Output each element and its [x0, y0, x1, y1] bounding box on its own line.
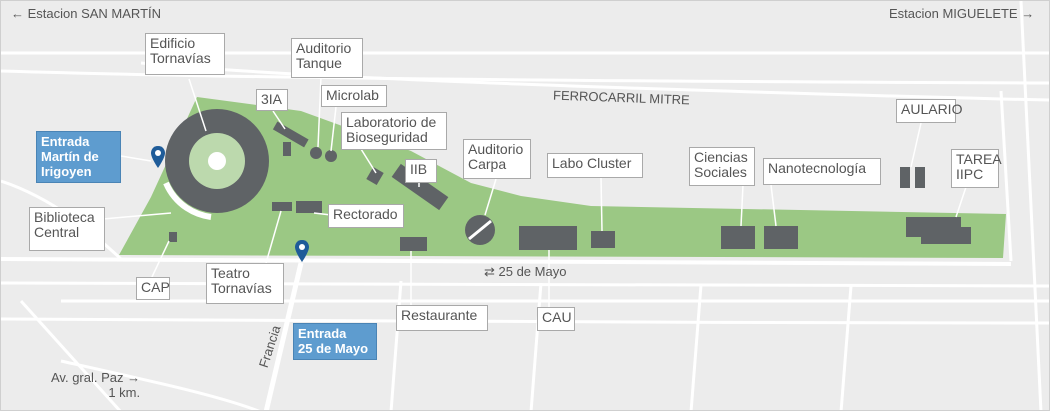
- entrance-25-de-mayo-pin-icon[interactable]: [295, 240, 309, 262]
- labo-cluster-building: [591, 231, 615, 248]
- leader-lines: [102, 76, 967, 307]
- ciencias-sociales-building: [721, 226, 755, 249]
- label-edificio-tornavias: Edificio Tornavías: [145, 33, 225, 75]
- label-auditorio-carpa: Auditorio Carpa: [463, 139, 531, 179]
- rectorado-building: [296, 201, 322, 213]
- leader-tanque: [317, 76, 322, 148]
- leader-microlab: [330, 106, 337, 152]
- west-station-label: ← Estacion SAN MARTÍN: [11, 6, 162, 21]
- railway-line: [140, 61, 1049, 102]
- aulario-building-1: [900, 167, 910, 188]
- av-gral-paz-label: Av. gral. Paz → 1 km.: [51, 370, 141, 400]
- entrance-irigoyen-pin-icon[interactable]: [151, 146, 165, 168]
- leader-sociales: [740, 184, 744, 227]
- road-side-1: [999, 90, 1013, 262]
- label-auditorio-tanque: Auditorio Tanque: [291, 38, 363, 78]
- label-aulario: AULARIO: [896, 99, 962, 123]
- label-cap: CAP: [136, 277, 170, 300]
- road-cross-4: [839, 285, 853, 410]
- road-cross-2: [529, 282, 543, 410]
- label-biblioteca-central: Biblioteca Central: [29, 207, 105, 251]
- building-3ia: [272, 121, 309, 148]
- label-restaurante: Restaurante: [396, 305, 488, 331]
- avenue-label: ⇄ 25 de Mayo: [484, 264, 567, 279]
- auditorio-tanque-building: [310, 147, 322, 159]
- label-entrada-martin-de-irigoyen: Entrada Martín de Irigoyen: [36, 131, 121, 183]
- nanotecnologia-building: [764, 226, 798, 249]
- cap-building: [169, 232, 177, 242]
- leader-carpa: [484, 178, 497, 216]
- aulario-building-2: [915, 167, 925, 188]
- leader-nano: [770, 184, 777, 227]
- east-station-label: Estacion MIGUELETE →: [889, 6, 1035, 21]
- road-cross-3: [689, 284, 703, 410]
- label-3ia: 3IA: [256, 89, 288, 111]
- lab-bioseguridad-building: [366, 166, 384, 186]
- label-teatro-tornavias: Teatro Tornavías: [206, 263, 284, 304]
- road-francia: [263, 262, 304, 410]
- label-entrada-25-de-mayo: Entrada 25 de Mayo: [293, 323, 377, 360]
- label-labo-cluster: Labo Cluster: [547, 153, 643, 178]
- leader-teatro: [265, 210, 282, 264]
- building-3ia-2: [283, 142, 291, 156]
- leader-irigoyen: [120, 155, 152, 162]
- restaurante-building: [400, 237, 427, 251]
- road-diag-3: [60, 359, 260, 410]
- road-south-3: [1, 317, 1049, 325]
- leader-cap: [150, 240, 170, 280]
- road-av-25-de-mayo: [1, 257, 1012, 266]
- road-side-2: [1019, 1, 1043, 410]
- rectorado-annex: [272, 202, 292, 211]
- label-rectorado: Rectorado: [328, 204, 404, 228]
- road-south-1: [1, 281, 1049, 288]
- leader-biblioteca: [102, 212, 172, 220]
- leader-tarea: [955, 186, 967, 218]
- leader-3ia: [272, 110, 286, 130]
- tornavias-core: [208, 152, 226, 170]
- cau-building: [519, 226, 577, 250]
- leader-aulario: [910, 122, 922, 168]
- leader-bioseg: [360, 148, 377, 174]
- road-north-2: [1, 69, 1049, 85]
- label-tarea-iipc: TAREA IIPC: [951, 149, 1002, 188]
- leader-edificio: [188, 78, 207, 132]
- tarea-building-2: [921, 227, 971, 244]
- label-laboratorio-bioseguridad: Laboratorio de Bioseguridad: [341, 112, 447, 150]
- leader-cluster: [600, 177, 603, 232]
- microlab-building: [325, 150, 337, 162]
- road-cross-1: [389, 280, 403, 410]
- auditorio-carpa-mark: [468, 219, 492, 241]
- biblioteca-arc: [163, 181, 212, 220]
- label-microlab: Microlab: [321, 85, 387, 107]
- road-diag-2: [19, 299, 122, 410]
- label-ciencias-sociales: Ciencias Sociales: [689, 147, 755, 186]
- label-nanotecnologia: Nanotecnología: [763, 158, 881, 185]
- label-iib: IIB: [405, 159, 437, 183]
- label-cau: CAU: [537, 307, 575, 331]
